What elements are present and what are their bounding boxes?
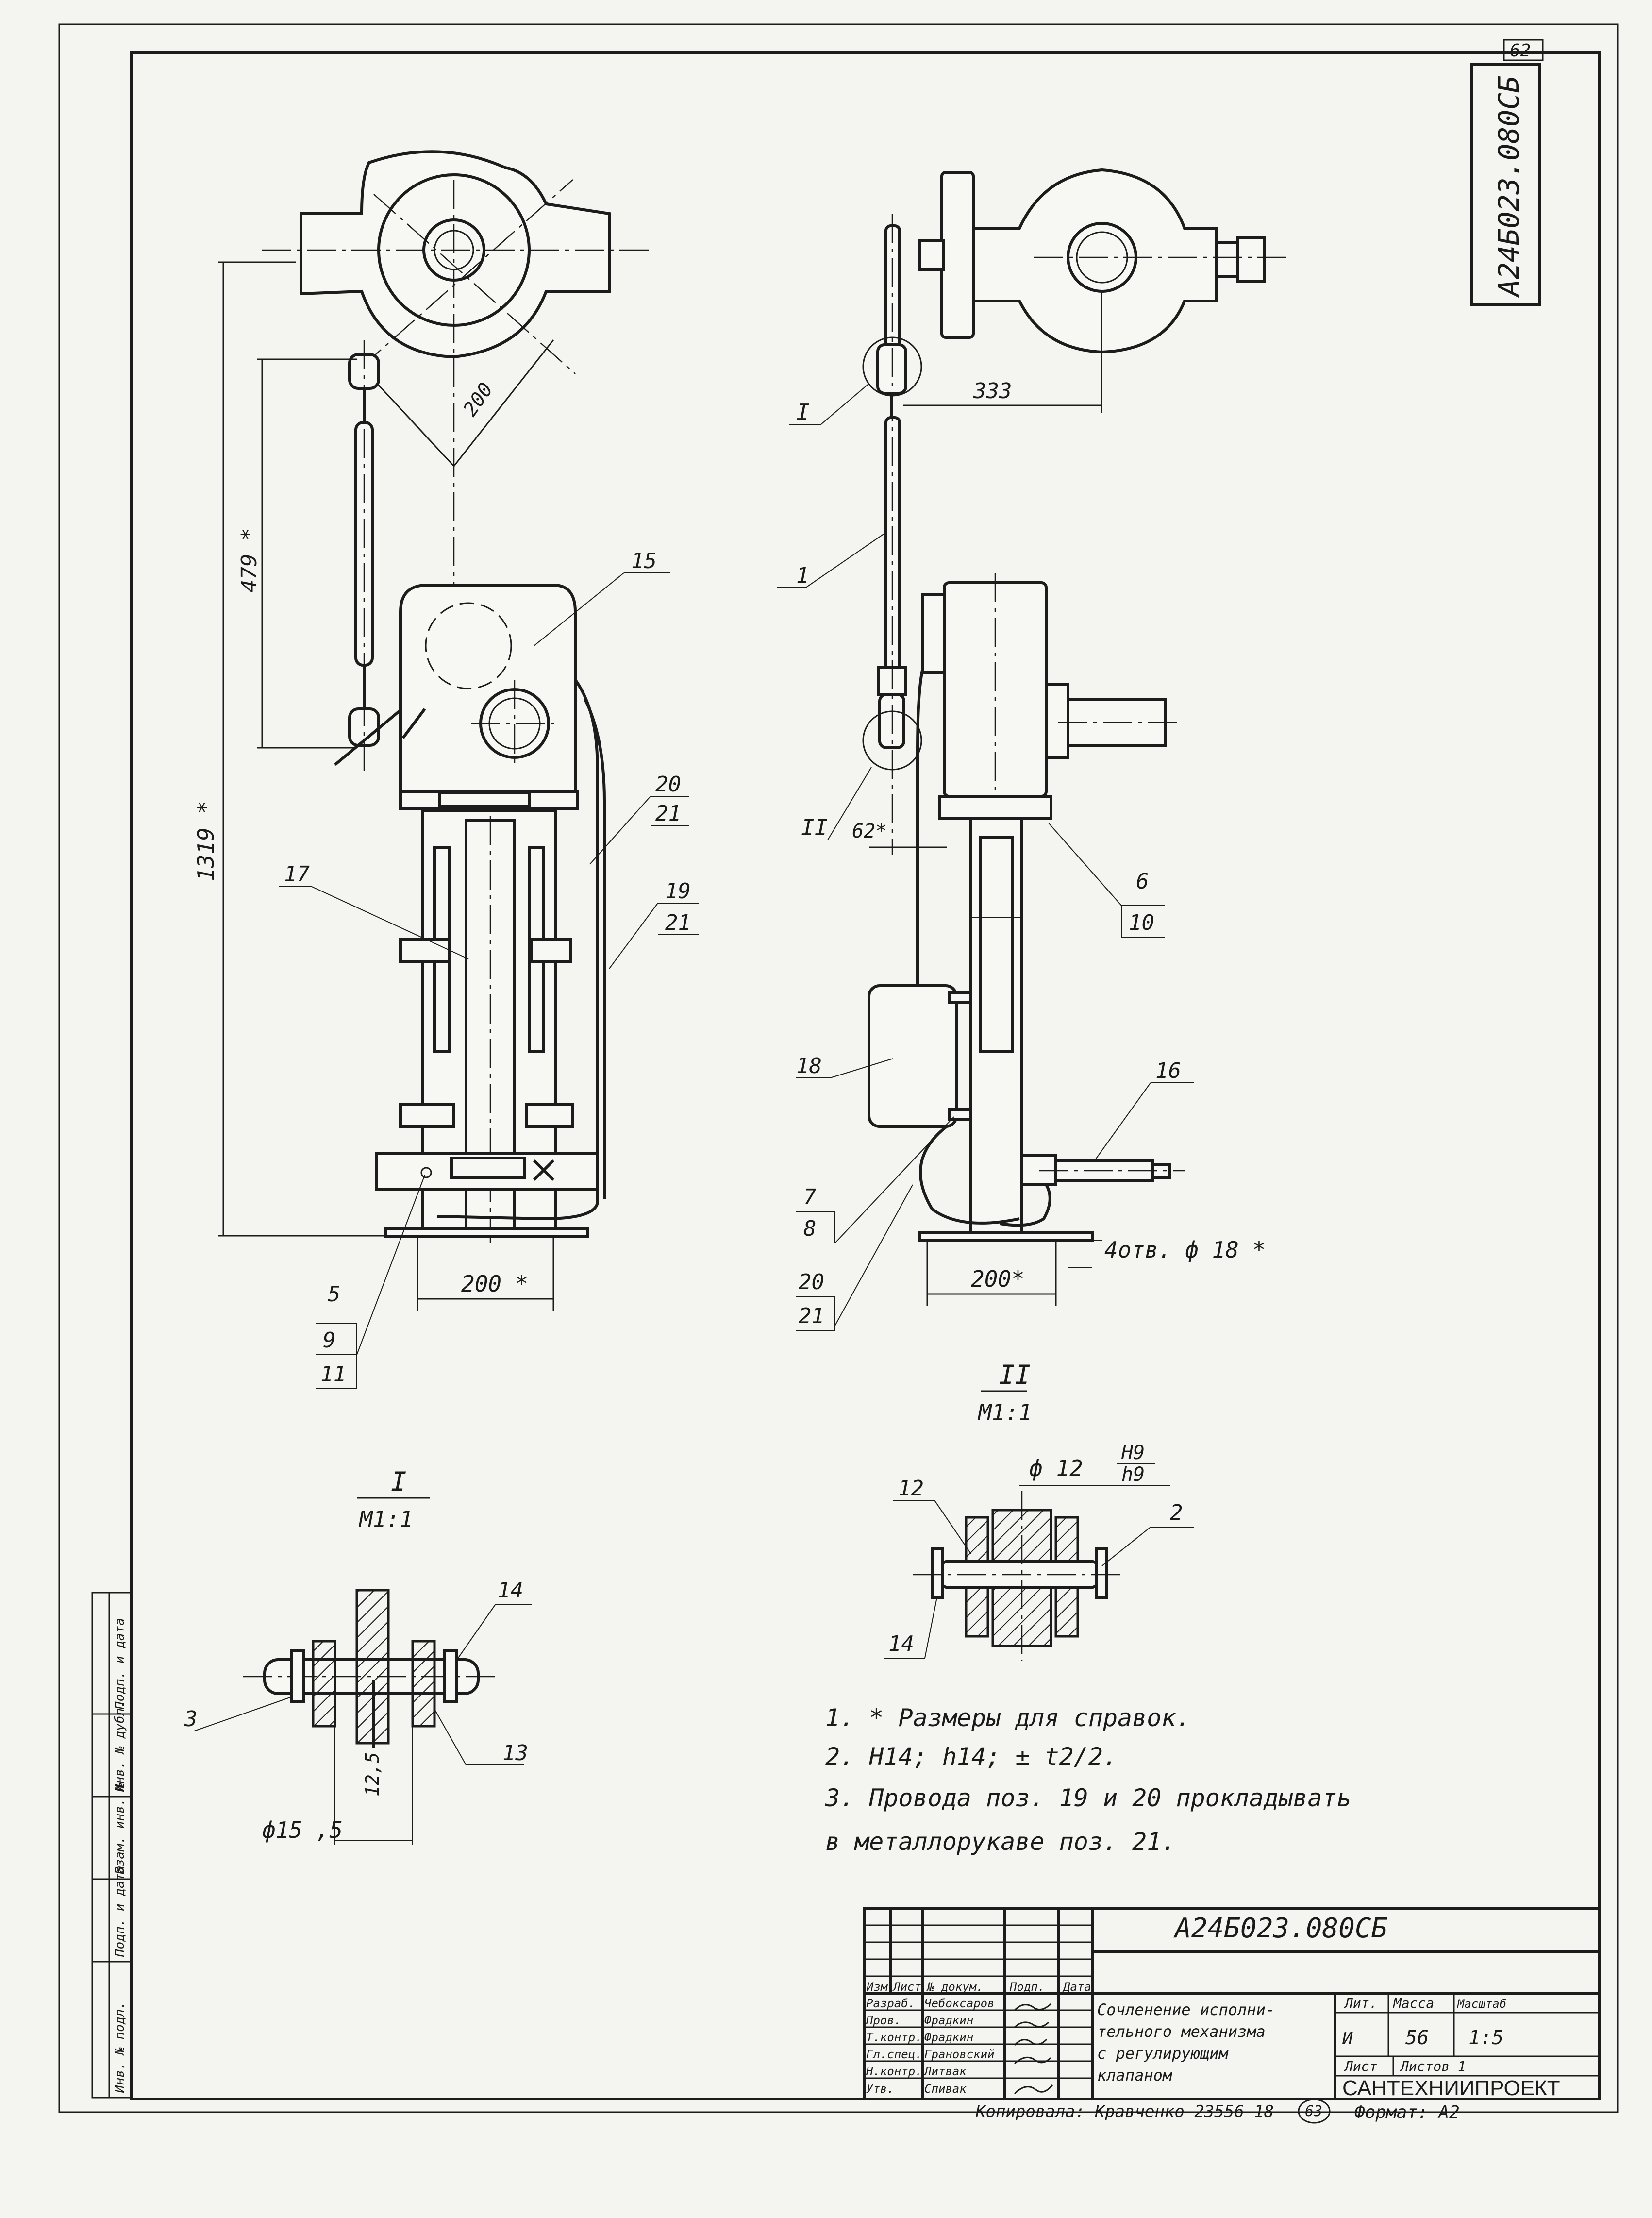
callout-13: 13	[502, 1741, 528, 1765]
view-marker-I: I	[796, 399, 810, 425]
org-name: САНТЕХНИИПРОЕКТ	[1342, 2076, 1560, 2100]
dim-333: 333	[973, 379, 1012, 403]
view-marker-II: II	[801, 814, 828, 840]
hdr-izm: Изм.	[866, 1980, 895, 1994]
role-2: Пров.	[866, 2014, 901, 2027]
callout-2: 2	[1170, 1500, 1183, 1525]
callout-1: 1	[796, 563, 809, 588]
name-6: Спивак	[924, 2082, 967, 2096]
holes-note: 4отв. ф 18 *	[1104, 1237, 1266, 1263]
name-5: Литвак	[923, 2065, 967, 2078]
dim-15-5: ф15 ,5	[262, 1817, 343, 1843]
dim-200-left: 200 *	[461, 1271, 528, 1297]
title-name-1: Сочленение исполни-	[1097, 2000, 1275, 2019]
callout-20b: 20	[799, 1270, 824, 1294]
dim-1319: 1319 *	[193, 801, 219, 881]
role-3: Т.контр.	[866, 2031, 922, 2044]
callout-21b: 21	[665, 910, 691, 935]
callout-6: 6	[1136, 869, 1149, 894]
callout-15: 15	[631, 549, 657, 573]
designation-box	[1470, 63, 1541, 306]
detail-II: ф 12 H9 h9 12 2 14	[884, 1442, 1194, 1661]
callout-14b: 14	[888, 1631, 914, 1656]
dim-479: 479 *	[237, 528, 262, 592]
dim-12-5: 12,5	[362, 1752, 383, 1797]
name-1: Чебоксаров	[924, 1997, 995, 2010]
title-name-2: тельного механизма	[1097, 2022, 1266, 2041]
scale-label: Масштаб	[1457, 1997, 1506, 2011]
detail-II-scale: М1:1	[977, 1399, 1032, 1426]
dim-200-right: 200*	[971, 1266, 1025, 1292]
hdr-list: Лист	[892, 1980, 921, 1994]
hdr-sign: Подп.	[1009, 1980, 1045, 1994]
callout-3: 3	[184, 1707, 198, 1731]
margin-label-5: Подп. и дата	[113, 1618, 127, 1710]
detail-I-scale: М1:1	[358, 1506, 413, 1532]
name-2: Фрадкин	[924, 2014, 973, 2027]
dim-phi12: ф 12	[1029, 1455, 1083, 1481]
detail-I-title: I	[391, 1466, 407, 1497]
hdr-date: Дата	[1062, 1980, 1091, 1994]
name-4: Грановский	[924, 2048, 995, 2061]
callout-17: 17	[284, 862, 310, 887]
callout-8: 8	[803, 1216, 817, 1241]
role-1: Разраб.	[866, 1997, 915, 2010]
outer-border	[58, 23, 1619, 2113]
hdr-doc: № докум.	[926, 1980, 984, 1994]
role-6: Утв.	[866, 2082, 894, 2096]
scale-value: 1:5	[1468, 2027, 1503, 2049]
name-3: Фрадкин	[924, 2031, 973, 2044]
callout-18: 18	[796, 1054, 822, 1078]
sheets-label: Листов 1	[1400, 2058, 1466, 2074]
lit-value: И	[1342, 2029, 1353, 2049]
dim-200-diag: 200	[459, 379, 498, 420]
role-5: Н.контр.	[866, 2065, 922, 2078]
title-block: А24Б023.080СБ Сочленение исполни- тельно…	[863, 1907, 1601, 2100]
sheet-number: 62	[1510, 41, 1531, 61]
designation-vertical: А24Б023.080СБ	[1492, 76, 1525, 298]
margin-stamp: Инв. № подл. Подп. и дата Взам. инв. № И…	[91, 1592, 132, 2099]
sheet-number-box	[1503, 39, 1544, 61]
front-view: 200 479 * 1319 *	[193, 150, 699, 1389]
margin-label-3: Взам. инв. №	[113, 1783, 127, 1874]
callout-12: 12	[898, 1476, 924, 1501]
title-name-4: клапаном	[1097, 2066, 1173, 2084]
callout-9: 9	[323, 1328, 336, 1353]
callout-21a: 21	[655, 801, 681, 826]
notes: 1. * Размеры для справок. 2. Н14; h14; ±…	[825, 1704, 1352, 1856]
mass-value: 56	[1405, 2027, 1429, 2049]
sheet-label: Лист	[1344, 2058, 1377, 2074]
callout-20a: 20	[655, 772, 681, 797]
callout-10: 10	[1129, 910, 1154, 935]
callout-16: 16	[1155, 1059, 1181, 1083]
callout-21c: 21	[799, 1304, 824, 1328]
callout-11: 11	[320, 1362, 346, 1387]
margin-label-2: Подп. и дата	[113, 1865, 127, 1957]
detail-II-title: II	[999, 1360, 1031, 1390]
title-name-3: с регулирующим	[1097, 2044, 1229, 2063]
margin-label-1: Инв. № подл.	[113, 2001, 127, 2093]
dim-62: 62*	[852, 820, 887, 842]
callout-5: 5	[328, 1282, 341, 1307]
title-designation: А24Б023.080СБ	[1173, 1913, 1388, 1944]
callout-7: 7	[803, 1185, 817, 1210]
note-4: в металлорукаве поз. 21.	[825, 1828, 1176, 1856]
margin-label-4: Инв. № дубл.	[113, 1700, 127, 1792]
copied-by: Копировала: Кравченко 23556-18	[975, 2102, 1274, 2121]
mass-label: Масса	[1393, 1995, 1434, 2011]
callout-19: 19	[665, 879, 691, 904]
fit-H9: H9	[1121, 1442, 1145, 1464]
note-3: 3. Провода поз. 19 и 20 прокладывать	[825, 1784, 1352, 1812]
detail-I: 3 14 13 ф15 ,5 12,5	[175, 1578, 532, 1845]
note-2: 2. Н14; h14; ± t2/2.	[825, 1743, 1118, 1771]
role-4: Гл.спец.	[866, 2048, 922, 2061]
fit-h9: h9	[1121, 1463, 1145, 1486]
note-1: 1. * Размеры для справок.	[825, 1704, 1191, 1732]
format-label: Формат: А2	[1354, 2102, 1460, 2122]
callout-14a: 14	[498, 1578, 523, 1603]
side-view: I II 333 1 18	[777, 168, 1286, 1331]
footer-page: 63	[1305, 2103, 1322, 2120]
lit-label: Лит.	[1344, 1995, 1377, 2011]
